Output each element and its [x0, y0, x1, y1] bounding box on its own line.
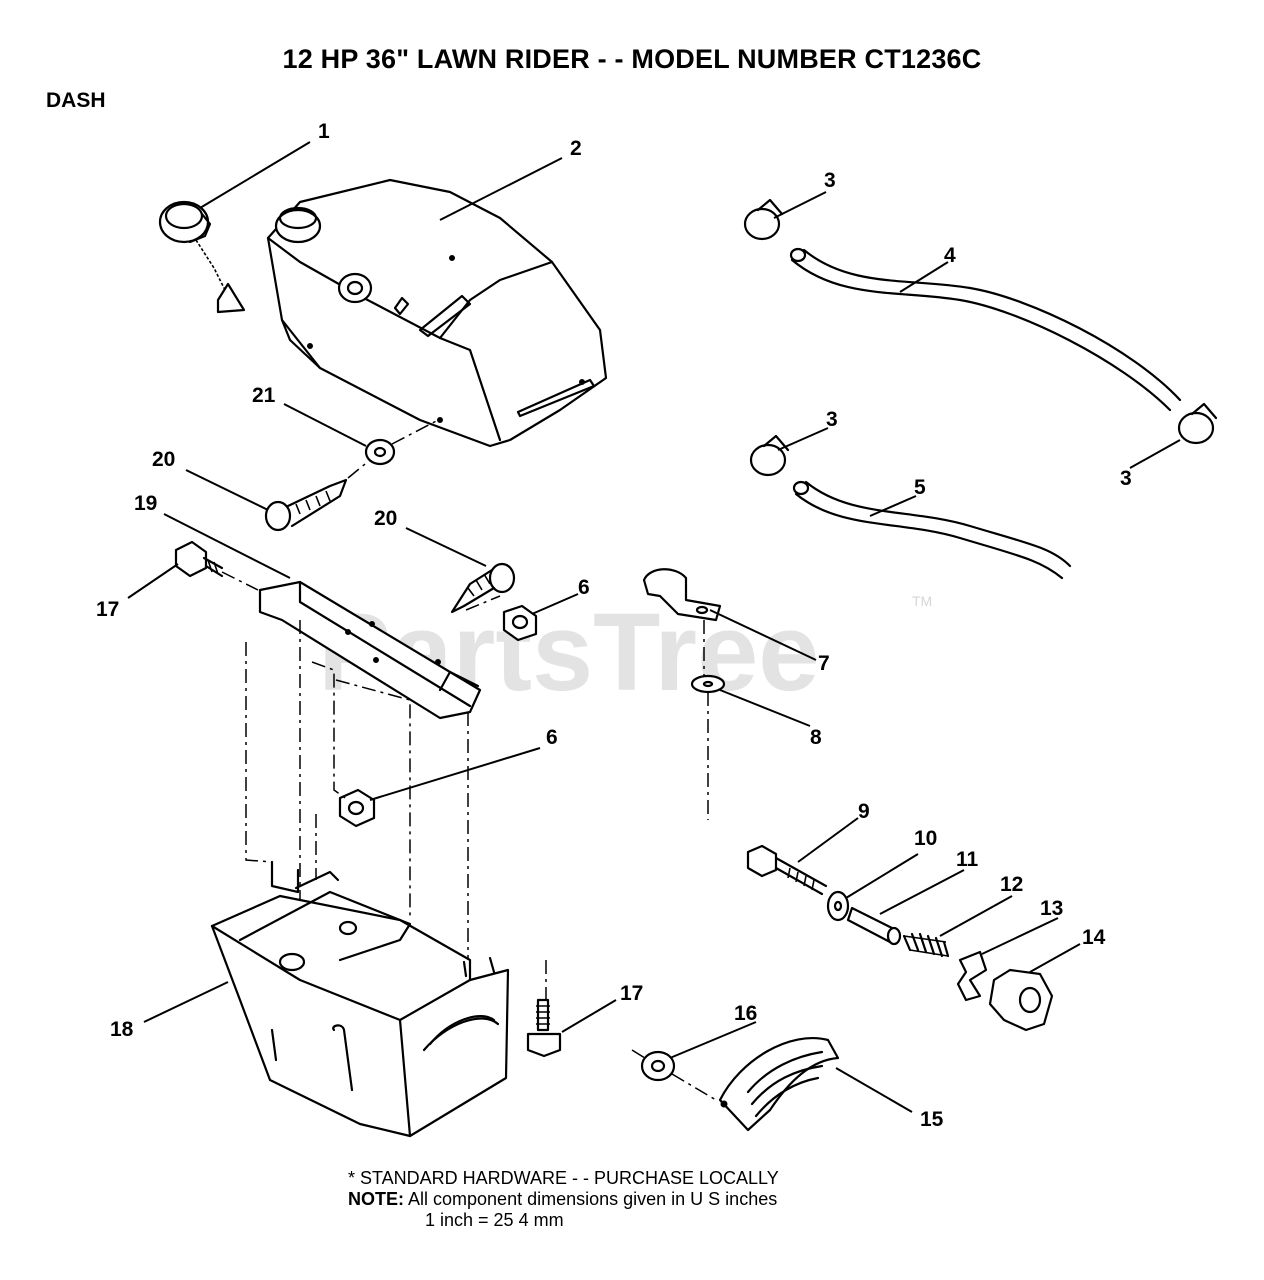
part-13-clip: [956, 950, 988, 1002]
part-3-hose-clamp-c: [1177, 402, 1218, 445]
callout-2: 2: [570, 137, 582, 160]
callout-3-middle: 3: [826, 408, 838, 431]
assembly-lines: [221, 571, 709, 1000]
note-text: All component dimensions given in U S in…: [408, 1189, 778, 1209]
callout-1: 1: [318, 120, 330, 143]
part-8-washer: [690, 674, 726, 694]
part-18-dash-panel: [210, 860, 510, 1138]
part-16-grommet: [631, 1049, 717, 1101]
part-7-hose-clip: [642, 568, 722, 622]
part-3-hose-clamp-a: [743, 198, 784, 241]
part-19-bracket: [258, 580, 482, 720]
part-6-nut-a: [502, 604, 538, 642]
callout-3-top: 3: [824, 169, 836, 192]
part-12-spring: [902, 932, 950, 958]
part-1-fuel-cap: [158, 200, 246, 314]
callout-3-right: 3: [1120, 467, 1132, 490]
footer-notes: * STANDARD HARDWARE - - PURCHASE LOCALLY…: [348, 1168, 779, 1231]
callout-20-left: 20: [152, 448, 175, 471]
part-6-nut-b: [338, 788, 376, 828]
callout-19: 19: [134, 492, 157, 515]
watermark-trademark: TM: [912, 593, 932, 609]
diagram-title: 12 HP 36" LAWN RIDER - - MODEL NUMBER CT…: [282, 44, 982, 74]
part-17-bolt-b: [526, 998, 562, 1058]
standard-hardware-note: * STANDARD HARDWARE - - PURCHASE LOCALLY: [348, 1168, 779, 1188]
callout-9: 9: [858, 800, 870, 823]
callout-17-left: 17: [96, 598, 119, 621]
callout-12: 12: [1000, 873, 1023, 896]
part-17-bolt-a: [174, 540, 224, 578]
callout-8: 8: [810, 726, 822, 749]
callout-14: 14: [1082, 926, 1106, 949]
callout-10: 10: [914, 827, 937, 850]
part-21-washer: [347, 417, 443, 479]
callout-6-top: 6: [578, 576, 590, 599]
part-20-screw-a: [264, 478, 348, 532]
part-5-fuel-hose: [792, 480, 1072, 580]
part-10-washer: [826, 890, 850, 922]
part-11-spacer: [846, 906, 902, 946]
callout-16: 16: [734, 1002, 757, 1025]
callout-labels: 1 2 3 4 3 3 5 21 20 19 20 17 6 7 8 6 9 1…: [96, 120, 1132, 1131]
part-4-fuel-hose: [789, 247, 1182, 412]
callout-15: 15: [920, 1108, 944, 1131]
callout-17-right: 17: [620, 982, 643, 1005]
part-14-latch: [988, 968, 1054, 1032]
callout-5: 5: [914, 476, 926, 499]
part-20-screw-b: [450, 562, 516, 614]
part-15-range-plate: [718, 1037, 840, 1132]
callout-4: 4: [944, 244, 956, 267]
note-label: NOTE:: [348, 1189, 404, 1209]
leader-lines: [127, 141, 1181, 1113]
callout-21: 21: [252, 384, 276, 407]
part-3-hose-clamp-b: [749, 434, 790, 477]
section-label: DASH: [46, 89, 106, 112]
callout-6-bottom: 6: [546, 726, 558, 749]
callout-11: 11: [956, 848, 979, 871]
callout-18: 18: [110, 1018, 134, 1041]
callout-20-center: 20: [374, 507, 397, 530]
part-2-dash-housing: [266, 178, 608, 448]
callout-13: 13: [1040, 897, 1063, 920]
conversion-note: 1 inch = 25 4 mm: [425, 1210, 564, 1230]
callout-7: 7: [818, 652, 830, 675]
dimensions-note: NOTE: All component dimensions given in …: [348, 1189, 779, 1210]
part-9-bolt: [746, 844, 828, 896]
